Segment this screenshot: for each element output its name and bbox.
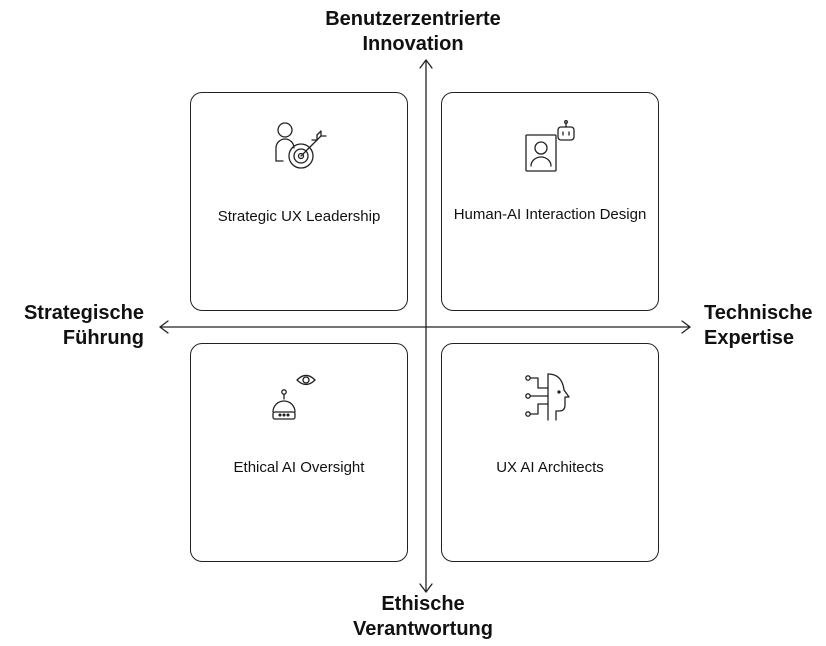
quadrant-label: Human-AI Interaction Design [453,206,647,223]
axis-label-left-line-2: Führung [62,327,144,349]
quadrant-label: Ethical AI Oversight [233,459,365,476]
axis-label-top-line-1: Benutzerzentrierte [325,8,501,30]
ai-head-circuit-icon [525,373,570,421]
quadrant-human-ai-interaction-design: Human-AI Interaction Design [441,92,659,311]
robot-eye-icon [272,374,316,420]
user-robot-icon [525,120,575,172]
vertical-axis-arrow-top [419,59,433,69]
quadrant-label: UX AI Architects [496,459,604,476]
axis-label-top: Benutzerzentrierte Innovation [263,7,563,57]
horizontal-axis-arrow-right [681,320,691,334]
horizontal-axis-arrow-left [159,320,169,334]
axis-label-right: Technische Expertise [704,301,826,351]
vertical-axis-arrow-bottom [419,583,433,593]
axis-label-right-line-1: Technische [704,302,813,324]
quadrant-strategic-ux-leadership: Strategic UX Leadership [190,92,408,311]
quadrant-label: Strategic UX Leadership [217,208,381,225]
axis-label-bottom-line-2: Verantwortung [352,618,493,640]
axis-label-left: Strategische Führung [0,301,144,351]
axis-label-right-line-2: Expertise [704,327,795,349]
axis-label-top-line-2: Innovation [362,33,464,55]
quadrant-ux-ai-architects: UX AI Architects [441,343,659,562]
axis-label-bottom-line-1: Ethische [381,593,465,615]
axis-label-left-line-1: Strategische [23,302,144,324]
person-target-icon [275,122,327,169]
quadrant-ethical-ai-oversight: Ethical AI Oversight [190,343,408,562]
axis-label-bottom: Ethische Verantwortung [273,592,573,642]
